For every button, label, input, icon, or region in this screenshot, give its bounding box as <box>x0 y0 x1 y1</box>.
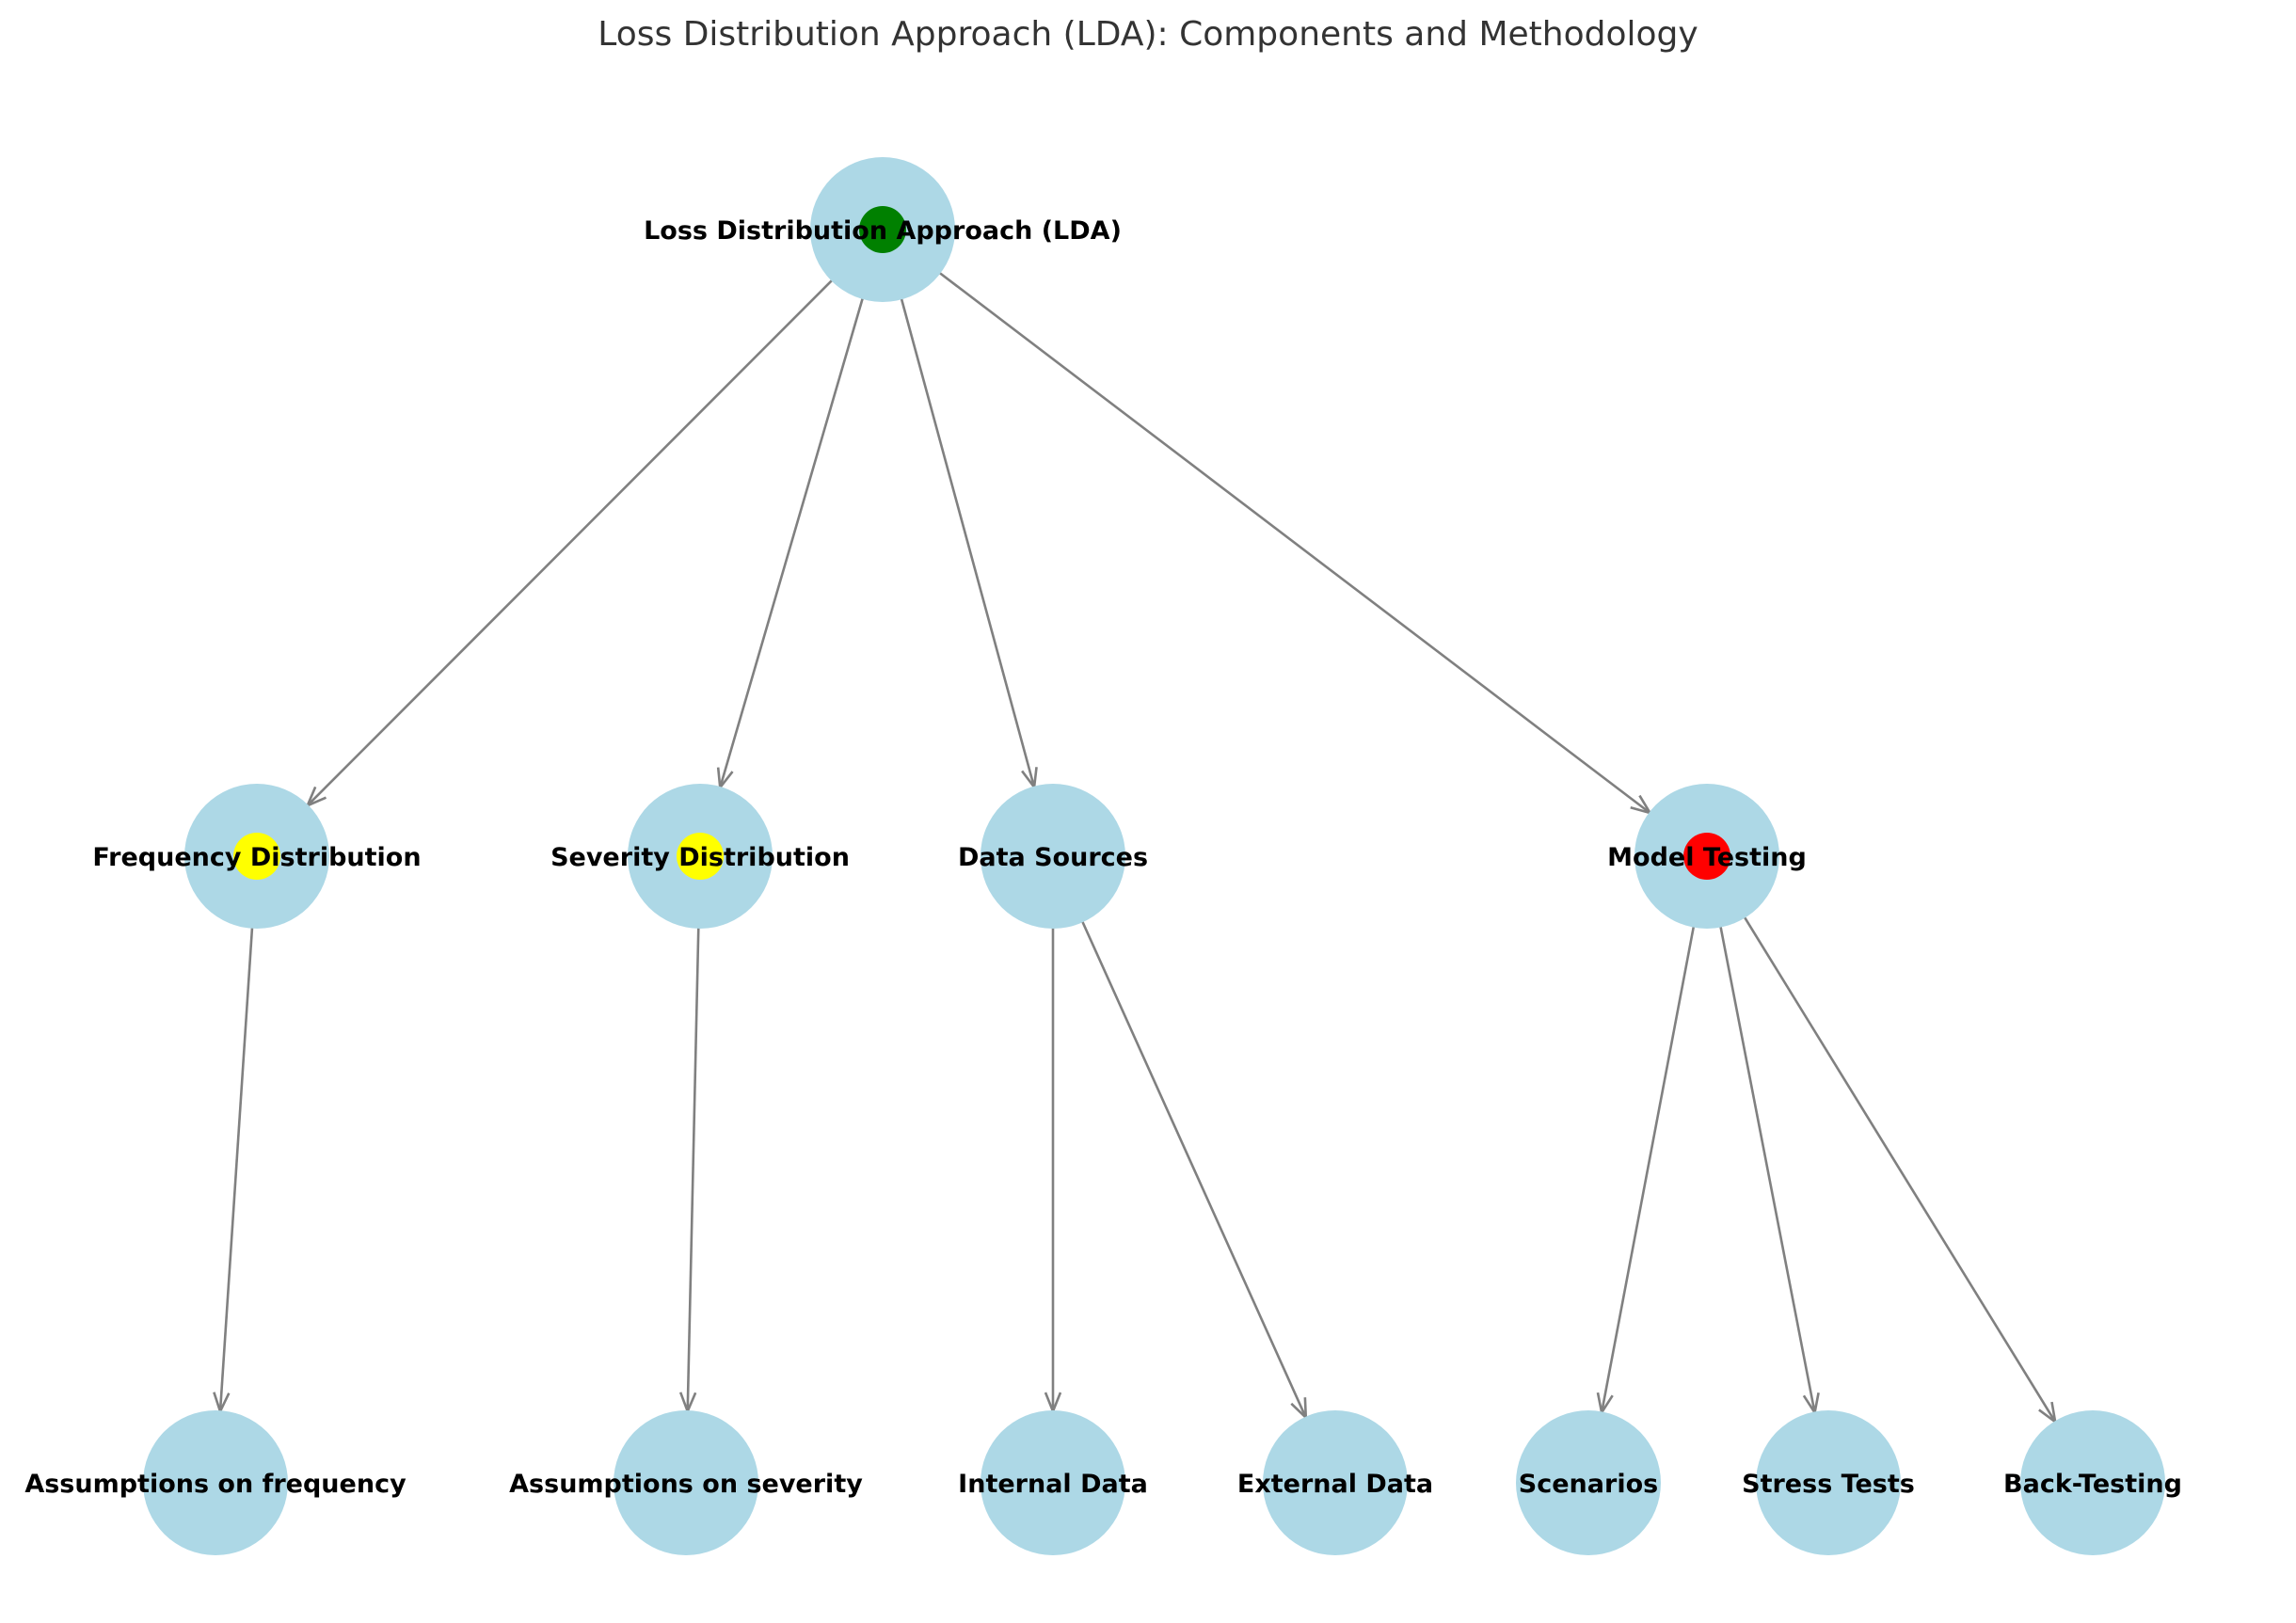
node-label-stress: Stress Tests <box>1742 1470 1915 1499</box>
node-circle <box>2020 1410 2165 1555</box>
edge-sev-to-asev <box>678 926 700 1415</box>
edge-line <box>686 926 700 1412</box>
node-model <box>1634 784 1779 929</box>
edges-layer <box>213 271 2057 1425</box>
edge-lda-to-model <box>937 271 1653 816</box>
edge-lda-to-data <box>900 297 1038 791</box>
node-label-scen: Scenarios <box>1519 1470 1658 1499</box>
node-label-back: Back-Testing <box>2003 1470 2182 1499</box>
node-internal <box>981 1410 1125 1555</box>
edge-lda-to-freq <box>305 278 834 808</box>
node-scen <box>1516 1410 1661 1555</box>
edge-model-to-back <box>1743 915 2057 1425</box>
node-data <box>981 784 1125 929</box>
node-stress <box>1756 1410 1901 1555</box>
labels-layer: Loss Distribution Approach (LDA) Frequenc… <box>24 216 2182 1499</box>
node-label-internal: Internal Data <box>958 1470 1148 1499</box>
edge-line <box>1743 915 2057 1423</box>
edge-freq-to-afreq <box>213 926 254 1415</box>
node-asev <box>614 1410 758 1555</box>
edge-line <box>719 296 865 788</box>
node-back <box>2020 1410 2165 1555</box>
edge-line <box>1080 919 1307 1419</box>
status-marker-yellow <box>677 833 724 880</box>
node-lda <box>810 157 955 302</box>
node-label-sev: Severity Distribution <box>550 843 850 872</box>
edge-line <box>937 271 1651 815</box>
node-circle <box>1756 1410 1901 1555</box>
arrowhead <box>2038 1401 2057 1425</box>
node-circle <box>981 784 1125 929</box>
node-label-asev: Assumptions on severity <box>509 1470 863 1499</box>
status-marker-yellow <box>233 833 280 880</box>
node-sev <box>628 784 773 929</box>
edge-line <box>306 278 834 807</box>
edge-line <box>1718 925 1816 1413</box>
node-circle <box>1516 1410 1661 1555</box>
node-label-model: Model Testing <box>1607 843 1807 872</box>
node-external <box>1263 1410 1408 1555</box>
edge-data-to-internal <box>1044 927 1062 1415</box>
diagram-title: Loss Distribution Approach (LDA): Compon… <box>598 15 1698 54</box>
edge-line <box>900 297 1036 788</box>
node-circle <box>614 1410 758 1555</box>
node-circle <box>143 1410 288 1555</box>
node-label-external: External Data <box>1237 1470 1433 1499</box>
node-label-data: Data Sources <box>958 843 1148 872</box>
nodes-layer <box>143 157 2165 1555</box>
status-marker-green <box>859 206 906 253</box>
node-circle <box>1263 1410 1408 1555</box>
edge-model-to-scen <box>1596 925 1696 1416</box>
edge-line <box>1600 925 1696 1413</box>
node-circle <box>981 1410 1125 1555</box>
edge-model-to-stress <box>1718 925 1820 1416</box>
node-label-lda: Loss Distribution Approach (LDA) <box>644 216 1122 246</box>
node-afreq <box>143 1410 288 1555</box>
edge-data-to-external <box>1080 919 1308 1421</box>
node-label-afreq: Assumptions on frequency <box>24 1470 407 1499</box>
node-label-freq: Frequency Distribution <box>92 843 421 872</box>
edge-line <box>218 926 254 1412</box>
node-freq <box>184 784 329 929</box>
status-marker-red <box>1683 833 1730 880</box>
